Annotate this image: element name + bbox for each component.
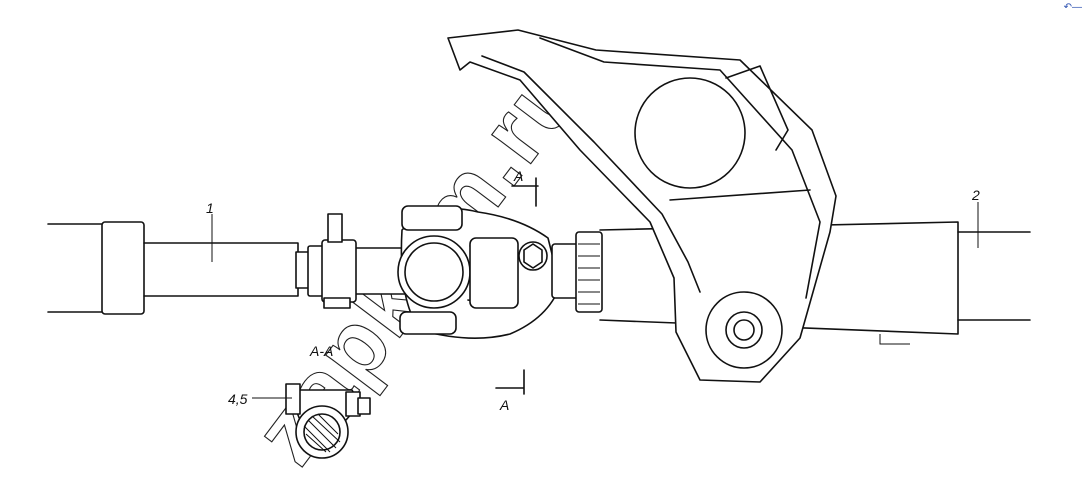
universal-joint — [397, 205, 603, 339]
label-section-a-top: A — [513, 168, 523, 184]
label-part-1: 1 — [206, 200, 214, 216]
section-marks — [495, 177, 539, 395]
corner-mark: ↶— — [1063, 2, 1082, 13]
leader-lines — [211, 202, 979, 399]
label-part-2: 2 — [971, 187, 980, 203]
left-tube — [47, 221, 327, 315]
section-detail — [285, 383, 371, 459]
bracket — [447, 29, 837, 383]
label-section-title: A-A — [309, 343, 333, 359]
label-section-a-bottom: A — [499, 397, 509, 413]
label-parts-4-5: 4,5 — [228, 391, 248, 407]
